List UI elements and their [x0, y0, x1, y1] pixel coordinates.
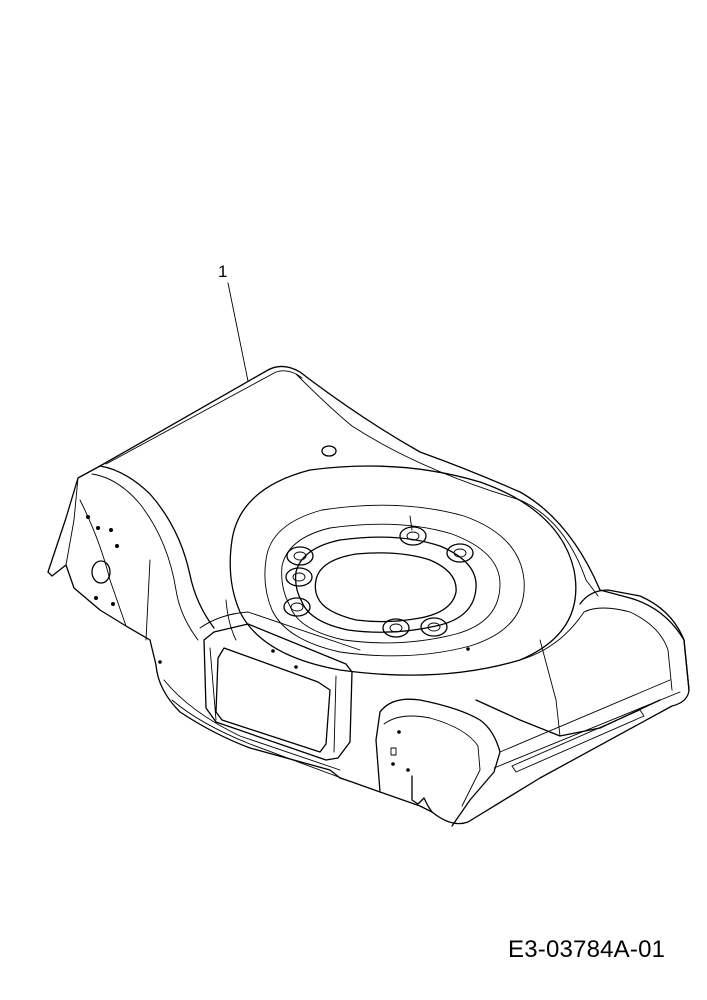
bolt-hole-icon — [427, 622, 441, 632]
motor-mount-mid-ring — [264, 504, 525, 657]
bolt-boss — [283, 597, 311, 617]
left-side-panel-lower — [79, 499, 127, 627]
bolt-boss — [446, 543, 474, 563]
rear-skirt-slot — [511, 709, 645, 773]
rivet-dot — [466, 647, 470, 651]
chute-recess-frame — [203, 623, 353, 761]
rivet-dot — [111, 602, 115, 606]
drawing-code: E3-03784A-01 — [508, 936, 666, 963]
bolt-hole-icon — [389, 623, 403, 633]
rear-panel-crease — [539, 639, 561, 737]
rivet-dot — [271, 649, 275, 653]
bolt-hole-icon — [293, 551, 307, 561]
rivet-dot — [391, 762, 395, 766]
front-corner-edge — [375, 711, 381, 793]
motor-shaft-opening — [314, 552, 457, 623]
rear-skirt-band-lower — [493, 691, 681, 769]
bolt-boss — [286, 546, 314, 566]
mounting-hole — [321, 445, 337, 457]
bolt-bosses — [283, 526, 474, 638]
rear-right-housing — [579, 589, 690, 691]
rivet-dot — [96, 526, 100, 530]
deck-top-ridge-inner — [91, 473, 199, 641]
rivet-dot — [86, 515, 90, 519]
chute-opening — [215, 647, 331, 753]
bolt-boss — [382, 618, 410, 638]
rear-skirt-band — [499, 679, 671, 753]
bolt-boss — [399, 526, 427, 546]
deck-body-crease — [145, 559, 151, 641]
front-skirt-line-lower — [171, 699, 353, 783]
left-side-panel — [65, 477, 79, 566]
rivet-dot — [406, 768, 410, 772]
rear-right-housing-edge — [519, 611, 585, 661]
rivet-dot — [94, 596, 98, 600]
motor-mount-flange — [294, 536, 477, 633]
wheel-axle-hole — [91, 560, 111, 584]
deck-hood-edge — [105, 370, 303, 465]
front-corner-slot — [390, 747, 397, 756]
motor-mount-outer-ring — [229, 465, 577, 676]
bolt-hole-icon — [290, 602, 304, 612]
front-lip — [199, 611, 361, 651]
rear-right-housing-inner — [583, 607, 673, 691]
rivet-dot — [294, 665, 298, 669]
front-right-wheel-housing — [379, 698, 501, 827]
rivet-dot — [115, 544, 119, 548]
bolt-hole-icon — [453, 548, 467, 558]
chute-recess-inner — [209, 647, 217, 721]
motor-mount-step-ring — [281, 523, 501, 644]
bolt-hole-icon — [406, 531, 420, 541]
deck-body-crease-2 — [225, 599, 237, 641]
rivet-dot — [109, 528, 113, 532]
front-corner-notch — [411, 775, 433, 813]
callout-number-1: 1 — [218, 262, 228, 281]
front-skirt-line — [163, 679, 341, 771]
bolt-boss — [285, 567, 313, 587]
rivet-dot — [158, 660, 162, 664]
rivet-dot — [397, 730, 401, 734]
bolt-hole-icon — [292, 572, 306, 582]
bolt-boss — [420, 617, 448, 637]
front-right-wheel-housing-inner — [383, 715, 481, 807]
chute-recess-inner-right — [333, 675, 337, 753]
deck-top-ridge — [99, 465, 215, 629]
